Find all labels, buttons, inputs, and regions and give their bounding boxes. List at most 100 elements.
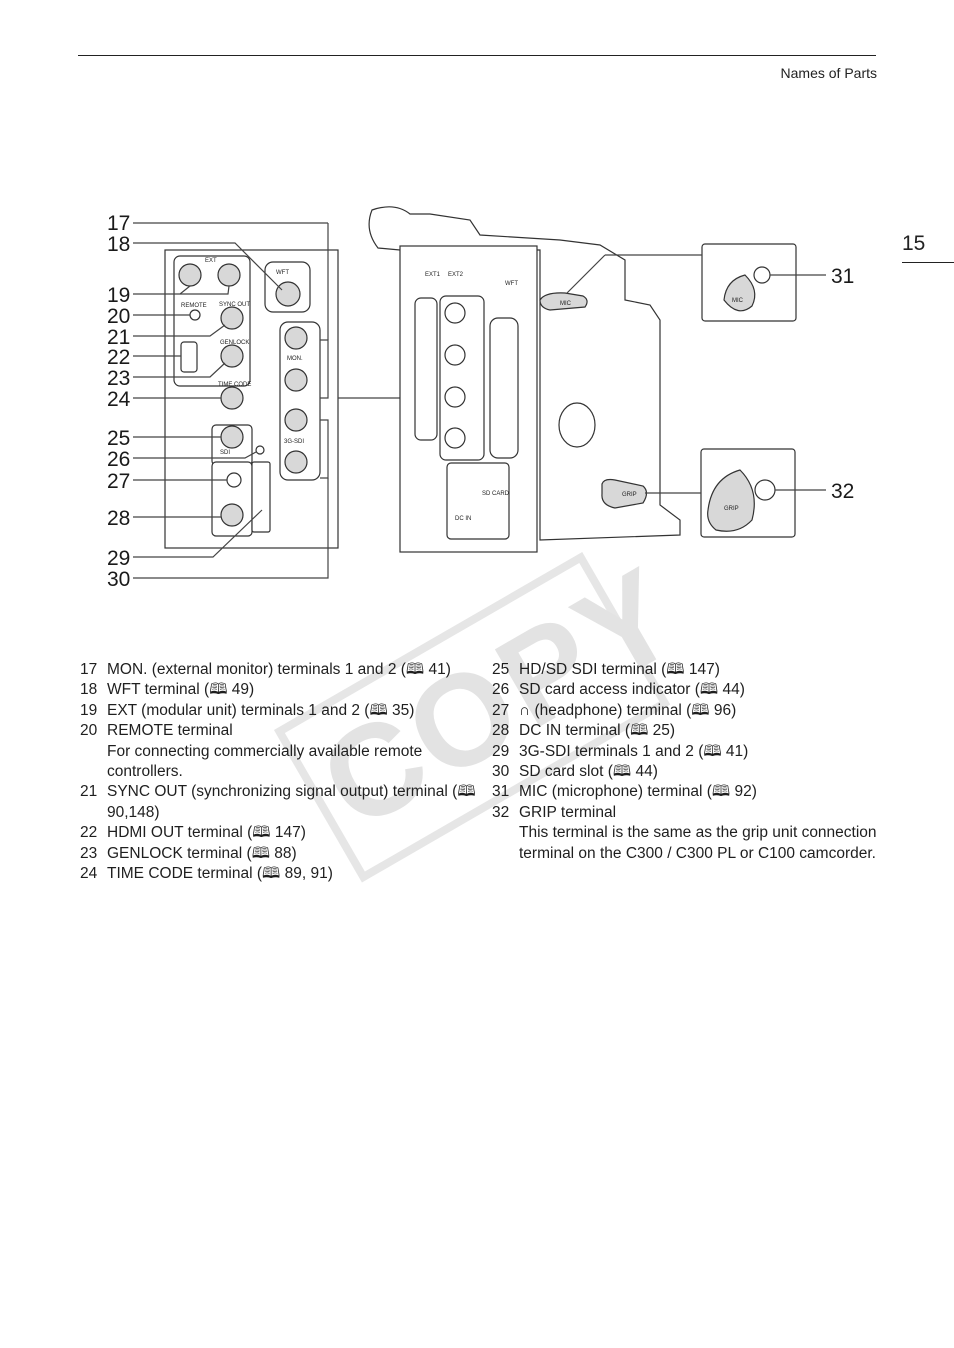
mon1-connector <box>284 326 308 350</box>
legend-text: GENLOCK terminal (🕮 88) <box>107 844 297 862</box>
label-time-code: TIME CODE <box>218 382 251 388</box>
label-mic-inset: MIC <box>732 298 744 304</box>
legend-text: TIME CODE terminal (🕮 89, 91) <box>107 865 333 883</box>
sd-card-slot <box>251 461 271 533</box>
body-genlock-connector <box>444 344 466 366</box>
grip-inset-jack <box>754 479 776 501</box>
callout-27: 27 <box>107 470 130 493</box>
label-mon: MON. <box>287 356 303 362</box>
genlock-connector <box>220 344 244 368</box>
label-grip-body: GRIP <box>622 492 637 498</box>
mic-inset-cap <box>723 274 756 312</box>
body-lower-block <box>446 462 510 540</box>
ext1-connector <box>178 263 202 287</box>
callout-28: 28 <box>107 507 130 530</box>
dc-in-connector <box>220 503 244 527</box>
grip-jack-cap <box>601 478 648 509</box>
ext2-connector <box>217 263 241 287</box>
legend-item: 18 WFT terminal (🕮 49) <box>80 680 480 700</box>
leader-19b <box>180 285 230 295</box>
legend-num: 29 <box>492 742 510 760</box>
remote-jack <box>189 309 201 321</box>
label-body-ext1: EXT1 <box>425 272 441 278</box>
callout-21: 21 <box>107 326 130 349</box>
legend-num: 18 <box>80 681 98 699</box>
body-mon-column <box>489 317 519 459</box>
section-title: Names of Parts <box>780 65 877 81</box>
terminal-diagram: EXT WFT REMOTE SYNC OUT GENLOCK TIME COD… <box>107 206 854 591</box>
legend-text: REMOTE terminal <box>107 722 233 740</box>
legend-subtext: For connecting commercially available re… <box>107 742 423 781</box>
legend-text: SYNC OUT (synchronizing signal output) t… <box>107 783 476 821</box>
headphone-jack <box>226 472 242 488</box>
label-mic-body: MIC <box>560 301 572 307</box>
sd-access-indicator <box>255 445 265 455</box>
mic-jack-cap <box>539 292 588 311</box>
label-remote: REMOTE <box>181 303 207 309</box>
label-genlock: GENLOCK <box>220 340 249 346</box>
body-dial <box>558 402 596 448</box>
mic-zoom-diagonal <box>566 254 606 294</box>
legend-num: 19 <box>80 701 98 719</box>
callout-26: 26 <box>107 448 130 471</box>
legend-item: 17 MON. (external monitor) terminals 1 an… <box>80 660 480 680</box>
legend-text: HD/SD SDI terminal (🕮 147) <box>519 661 720 678</box>
sync-out-connector <box>220 306 244 330</box>
callout-22: 22 <box>107 346 130 369</box>
legend-item: 20 REMOTE terminal <box>80 721 480 741</box>
mic-inset-jack <box>753 266 771 284</box>
leader-30 <box>133 478 329 579</box>
label-body-sd-card: SD CARD <box>482 491 510 497</box>
sdi-connector <box>220 425 244 449</box>
body-connector-column <box>439 295 485 461</box>
legend-text: WFT terminal (🕮 49) <box>107 681 255 699</box>
legend-num: 28 <box>492 722 510 740</box>
mon2-connector <box>284 368 308 392</box>
legend-text: 3G-SDI terminals 1 and 2 (🕮 41) <box>519 742 749 760</box>
mon-bracket <box>320 339 329 399</box>
legend-item: 28 DC IN terminal (🕮 25) <box>492 721 892 741</box>
callout-32: 32 <box>831 480 854 503</box>
label-3g-sdi: 3G-SDI <box>284 439 304 445</box>
wft-connector <box>275 281 301 307</box>
legend-text: EXT (modular unit) terminals 1 and 2 (🕮 … <box>107 701 415 719</box>
legend-text: MON. (external monitor) terminals 1 and … <box>107 661 451 678</box>
legend-num: 17 <box>80 661 98 678</box>
legend-text: DC IN terminal (🕮 25) <box>519 722 676 740</box>
callout-30: 30 <box>107 568 130 591</box>
legend-text: ∩ (headphone) terminal (🕮 96) <box>519 701 737 719</box>
legend-num: 26 <box>492 681 510 699</box>
legend-subtext: This terminal is the same as the grip un… <box>519 824 877 862</box>
body-sync-connector <box>444 302 466 324</box>
legend-left-column: 17 MON. (external monitor) terminals 1 an… <box>80 660 480 884</box>
label-sync-out: SYNC OUT <box>219 302 250 308</box>
time-code-connector <box>220 386 244 410</box>
grip-inset-cap <box>707 469 755 532</box>
legend-num: 30 <box>492 763 510 781</box>
page-number: 15 <box>902 232 926 255</box>
sdi-bracket <box>320 419 329 479</box>
legend-num: 22 <box>80 824 98 842</box>
label-body-ext2: EXT2 <box>448 272 464 278</box>
legend-num: 20 <box>80 722 98 740</box>
legend-num: 31 <box>492 783 510 801</box>
callout-17: 17 <box>107 212 130 235</box>
callout-31: 31 <box>831 265 854 288</box>
legend-num: 32 <box>492 803 510 821</box>
legend-item: 27∩ (headphone) terminal (🕮 96) <box>492 701 892 721</box>
leader-18 <box>133 242 283 291</box>
legend-num: 25 <box>492 661 510 678</box>
label-grip-inset: GRIP <box>724 506 739 512</box>
header-rule <box>78 55 876 56</box>
legend-item: 29 3G-SDI terminals 1 and 2 (🕮 41) <box>492 742 892 762</box>
callout-25: 25 <box>107 427 130 450</box>
label-ext: EXT <box>205 258 217 264</box>
legend-item: 19 EXT (modular unit) terminals 1 and 2 (… <box>80 701 480 721</box>
label-body-dc-in: DC IN <box>455 516 471 522</box>
callout-23: 23 <box>107 367 130 390</box>
